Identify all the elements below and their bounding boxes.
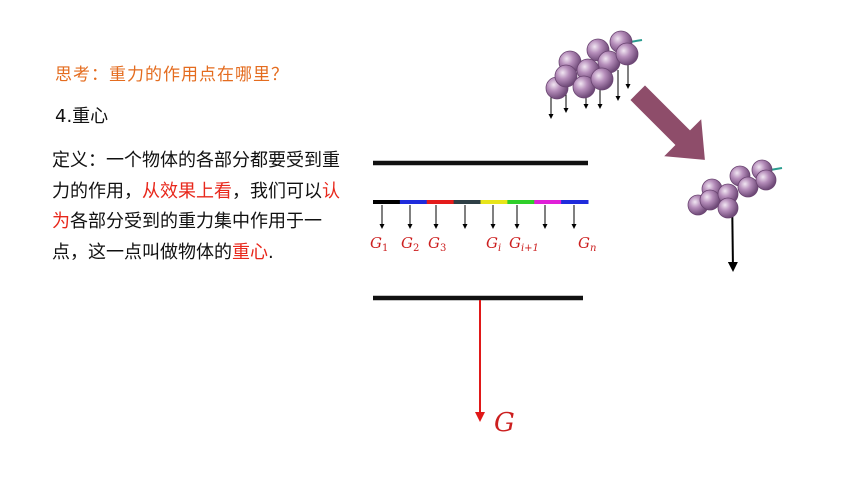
molecule-cluster-top <box>545 30 643 119</box>
question-text: 思考：重力的作用点在哪里？ <box>55 65 289 85</box>
resultant-label: G <box>494 408 515 438</box>
bar-segment <box>534 200 562 204</box>
force-labels: G1 G2 G3 Gi Gi+1 Gn <box>370 234 596 254</box>
definition-part-1: 定义：一个物体的各部分都要受到重力的作用， <box>52 150 340 202</box>
bar-segment <box>507 200 535 204</box>
component-force-arrows <box>379 205 577 229</box>
definition-part-3: 各部分受到的重力集中作用于一点，这一点叫做物体的 <box>52 211 322 263</box>
bar-segment <box>399 200 428 204</box>
bar-segment <box>426 200 455 204</box>
label-g1: G1 <box>370 234 388 254</box>
bar-segment <box>480 200 508 204</box>
bar-segment <box>373 200 401 204</box>
molecule-cluster-bottom <box>687 159 783 272</box>
highlight-consider: 认为 <box>52 180 340 233</box>
label-gi1: Gi+1 <box>509 234 539 254</box>
definition-part-4: . <box>268 241 274 263</box>
bar-segment <box>453 200 481 204</box>
definition-paragraph: 定义：一个物体的各部分都要受到重力的作用，从效果上看，我们可以认为各部分受到的重… <box>52 146 352 268</box>
definition-part-2: ，我们可以 <box>232 180 322 202</box>
section-heading: 4.重心 <box>55 106 109 127</box>
bar-segment <box>561 200 589 204</box>
label-gi: Gi <box>486 234 501 254</box>
label-g2: G2 <box>401 234 419 254</box>
big-direction-arrow <box>627 82 708 163</box>
label-gn: Gn <box>578 234 596 254</box>
highlight-center-of-gravity: 重心 <box>232 241 268 263</box>
segmented-bar <box>373 200 589 204</box>
label-g3: G3 <box>428 234 446 254</box>
highlight-from-effect: 从效果上看 <box>142 180 232 202</box>
